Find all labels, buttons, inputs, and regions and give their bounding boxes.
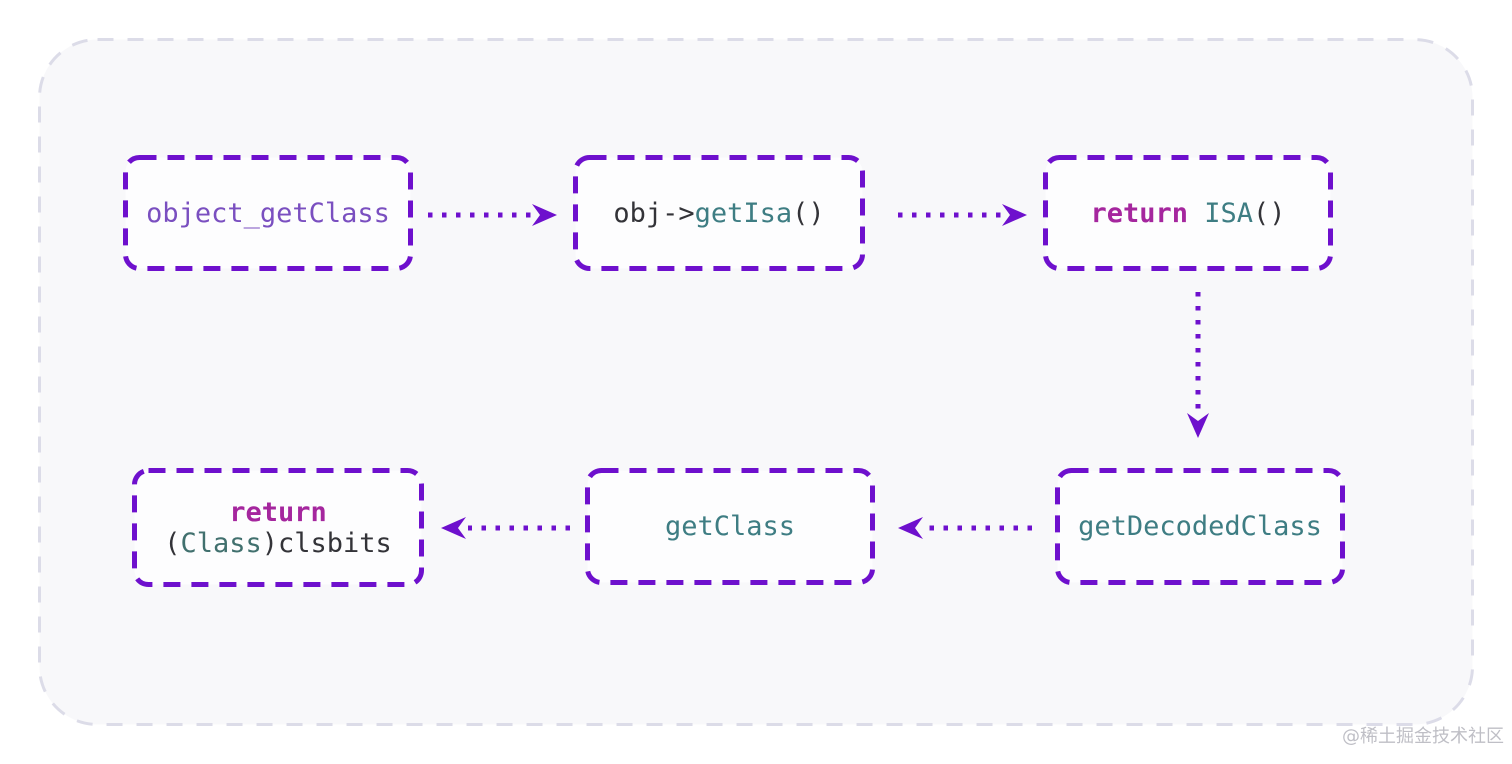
node-dashed-frame bbox=[132, 468, 424, 587]
node-label: getDecodedClass bbox=[1078, 511, 1322, 542]
node-getclass: getClass bbox=[585, 468, 875, 585]
node-return-isa: return ISA() bbox=[1043, 155, 1333, 271]
node-label: getClass bbox=[664, 511, 796, 542]
node-dashed-frame bbox=[1043, 155, 1333, 271]
node-label: return bbox=[229, 496, 327, 528]
node-dashed-frame bbox=[573, 155, 865, 271]
node-getdecodedclass: getDecodedClass bbox=[1055, 468, 1345, 585]
node-label: obj->getIsa() bbox=[613, 197, 825, 229]
flow-container bbox=[38, 38, 1474, 726]
node-dashed-frame bbox=[585, 468, 875, 585]
watermark: @稀土掘金技术社区 bbox=[1342, 726, 1504, 747]
node-return-clsbits: return(Class)clsbits bbox=[132, 468, 424, 587]
node-dashed-frame bbox=[123, 155, 413, 271]
node-label: object_getClass bbox=[146, 197, 390, 229]
node-label: (Class)clsbits bbox=[164, 527, 392, 559]
node-obj-getisa: obj->getIsa() bbox=[573, 155, 865, 271]
node-label: return ISA() bbox=[1090, 197, 1286, 229]
node-object-getclass: object_getClass bbox=[123, 155, 413, 271]
flow-container-border bbox=[38, 38, 1474, 726]
node-dashed-frame bbox=[1055, 468, 1345, 585]
